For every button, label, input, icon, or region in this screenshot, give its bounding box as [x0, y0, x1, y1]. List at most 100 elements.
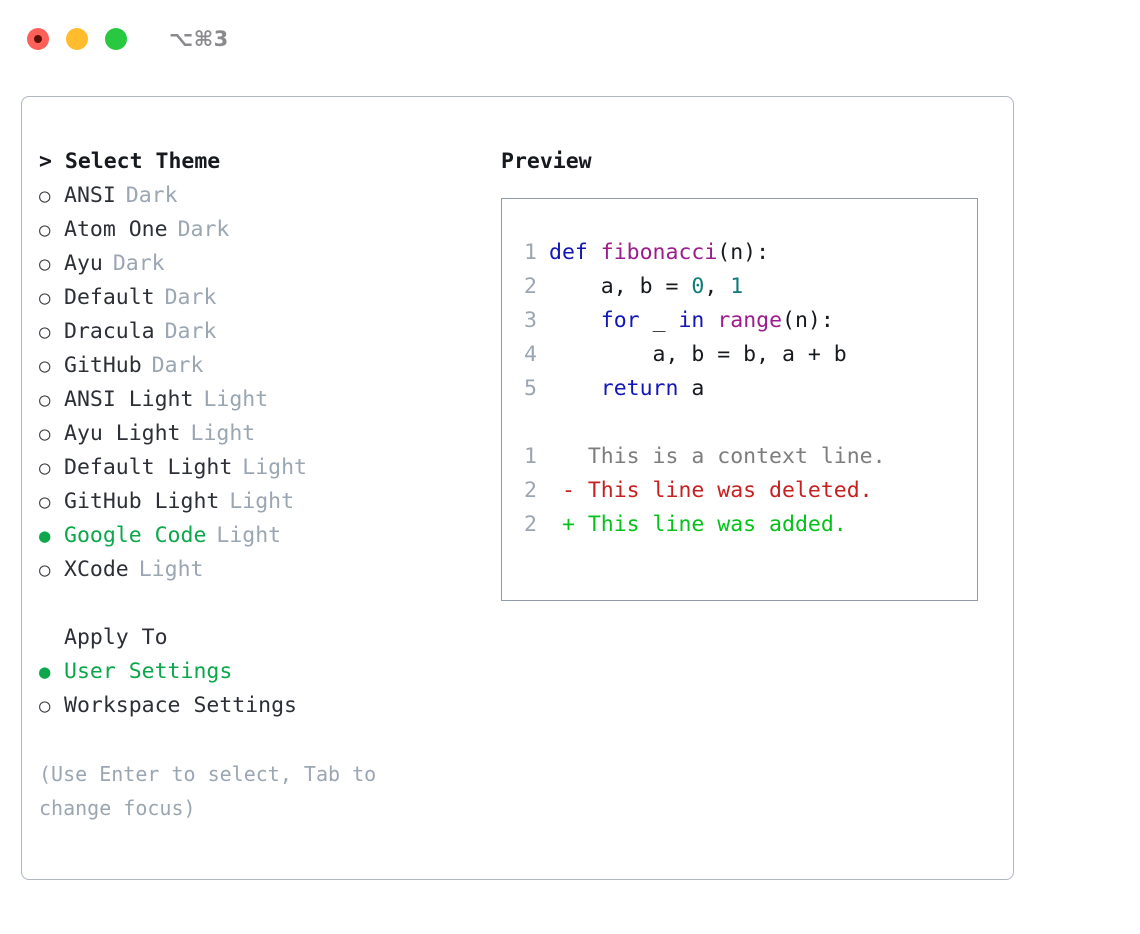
code-line-text: def fibonacci(n):: [549, 236, 769, 270]
code-token-kw: in: [678, 308, 705, 333]
code-token-plain: (n):: [717, 240, 770, 265]
radio-unselected-icon: ○: [39, 219, 51, 241]
theme-variant-tag: Dark: [164, 319, 217, 344]
code-line: 5 return a: [515, 372, 886, 406]
radio-unselected-icon: ○: [39, 287, 51, 309]
code-line: 4 a, b = b, a + b: [515, 338, 886, 372]
theme-option-google-code[interactable]: ● Google Code Light: [39, 519, 494, 553]
theme-variant-tag: Light: [138, 557, 204, 582]
code-line-text: a, b = 0, 1: [549, 270, 743, 304]
theme-option-label: Default: [64, 285, 155, 310]
theme-option-label: GitHub Light: [64, 489, 220, 514]
theme-option-dracula[interactable]: ○ Dracula Dark: [39, 315, 494, 349]
preview-heading: Preview: [501, 149, 592, 174]
theme-option-label: Dracula: [64, 319, 155, 344]
code-token-kw: return: [600, 376, 679, 401]
diff-line-text: This is a context line.: [549, 444, 886, 469]
apply-to-option-workspace-settings[interactable]: ○ Workspace Settings: [39, 689, 494, 723]
line-number: 2: [524, 274, 537, 299]
code-line-text: return a: [549, 372, 705, 406]
code-line-text: for _ in range(n):: [549, 304, 834, 338]
code-token-plain: a, b = b, a + b: [549, 342, 847, 367]
code-line: 2 a, b = 0, 1: [515, 270, 886, 304]
theme-option-label: Ayu: [64, 251, 103, 276]
radio-unselected-icon: ○: [39, 321, 51, 343]
radio-unselected-icon: ○: [39, 559, 51, 581]
line-number: 5: [524, 376, 537, 401]
theme-variant-tag: Light: [229, 489, 295, 514]
code-token-kw: def: [549, 240, 601, 265]
code-line: 1 def fibonacci(n):: [515, 236, 886, 270]
apply-to-option-list[interactable]: ●User Settings ○ Workspace Settings: [39, 655, 494, 723]
minimize-button[interactable]: [66, 28, 88, 50]
theme-option-label: Default Light: [64, 455, 233, 480]
radio-selected-icon: ●: [39, 525, 51, 547]
apply-to-option-user-settings[interactable]: ●User Settings: [39, 655, 494, 689]
theme-option-label: Ayu Light: [64, 421, 181, 446]
window-title: ⌥⌘3: [169, 27, 229, 51]
line-number: 4: [524, 342, 537, 367]
code-line: 3 for _ in range(n):: [515, 304, 886, 338]
radio-unselected-icon: ○: [39, 389, 51, 411]
theme-option-default[interactable]: ○ Default Dark: [39, 281, 494, 315]
radio-unselected-icon: ○: [39, 695, 51, 717]
code-token-plain: _: [639, 308, 679, 333]
theme-option-label: ANSI Light: [64, 387, 194, 412]
maximize-button[interactable]: [105, 28, 127, 50]
code-token-plain: [549, 308, 601, 333]
theme-variant-tag: Light: [190, 421, 256, 446]
theme-option-github-light[interactable]: ○ GitHub Light Light: [39, 485, 494, 519]
code-diff-separator: [515, 406, 886, 440]
keyboard-hint-text: (Use Enter to select, Tab to change focu…: [39, 762, 389, 820]
radio-unselected-icon: ○: [39, 457, 51, 479]
code-token-plain: [704, 308, 717, 333]
diff-line-text: + This line was added.: [549, 512, 847, 537]
theme-option-label: ANSI: [64, 183, 116, 208]
theme-option-ayu-light[interactable]: ○ Ayu Light Light: [39, 417, 494, 451]
radio-unselected-icon: ○: [39, 423, 51, 445]
list-spacer: [39, 587, 494, 621]
line-number: 1: [524, 240, 537, 265]
radio-unselected-icon: ○: [39, 185, 51, 207]
apply-to-option-label: Workspace Settings: [64, 693, 297, 718]
code-token-plain: ,: [704, 274, 731, 299]
code-token-fn: fibonacci: [600, 240, 718, 265]
title-bar: ⌥⌘3: [0, 0, 1140, 78]
code-token-plain: a: [678, 376, 705, 401]
theme-variant-tag: Dark: [164, 285, 217, 310]
code-token-num: 0: [691, 274, 705, 299]
theme-option-label: GitHub: [64, 353, 142, 378]
close-button[interactable]: [27, 28, 49, 50]
code-token-kw: for: [600, 308, 640, 333]
code-token-plain: (n):: [782, 308, 834, 333]
radio-unselected-icon: ○: [39, 355, 51, 377]
code-token-plain: a, b =: [549, 274, 692, 299]
apply-to-option-label: User Settings: [64, 659, 233, 684]
diff-line-text: - This line was deleted.: [549, 478, 873, 503]
theme-option-label: XCode: [64, 557, 129, 582]
theme-option-xcode[interactable]: ○ XCode Light: [39, 553, 494, 587]
radio-unselected-icon: ○: [39, 491, 51, 513]
line-number: 1: [524, 444, 537, 469]
code-token-num: 1: [730, 274, 744, 299]
window-controls: [27, 28, 127, 50]
apply-to-heading: Apply To: [64, 625, 168, 650]
theme-variant-tag: Light: [216, 523, 282, 548]
theme-option-label: Google Code: [64, 523, 207, 548]
code-token-plain: [549, 376, 601, 401]
line-number: 2: [524, 512, 537, 537]
theme-variant-tag: Dark: [177, 217, 230, 242]
line-number: 3: [524, 308, 537, 333]
